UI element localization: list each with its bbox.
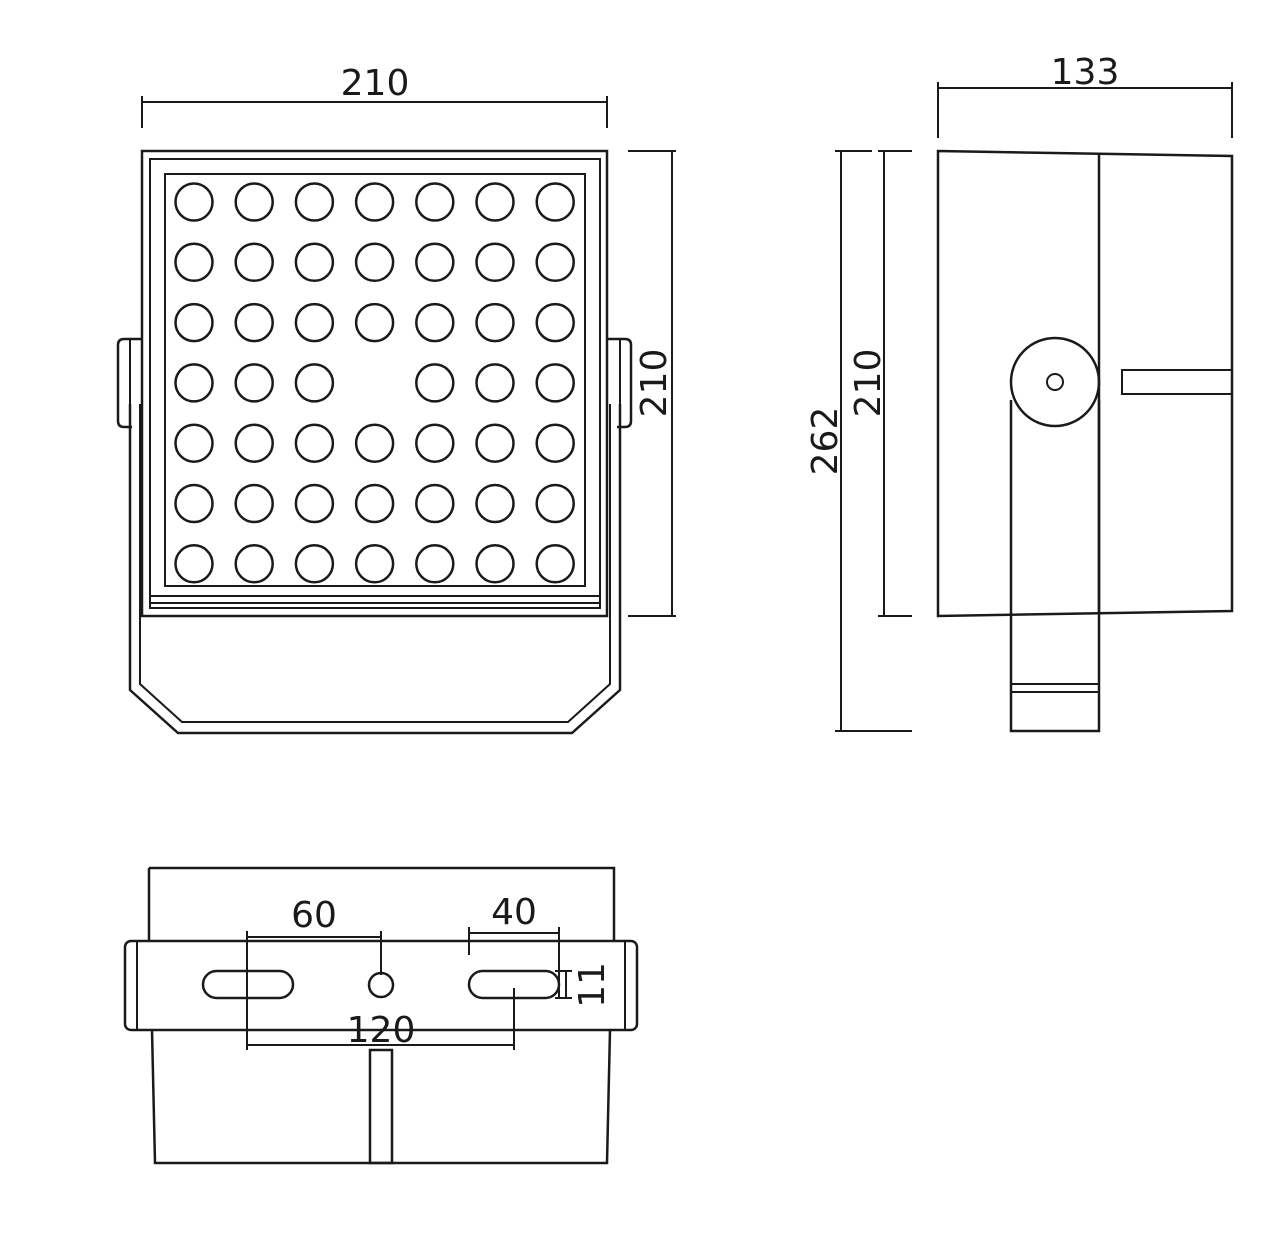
led-lens — [535, 483, 575, 524]
front-height-dimension: 210 — [628, 150, 676, 617]
bottom-center-hole — [367, 971, 395, 999]
led-lens — [415, 182, 455, 222]
side-total-height-label: 262 — [805, 407, 846, 476]
bottom-slot-width-label: 11 — [572, 962, 613, 1008]
bottom-view: 60 40 11 120 — [123, 866, 639, 1165]
led-lens — [475, 423, 515, 463]
led-lens — [475, 302, 515, 343]
led-lens — [294, 302, 335, 343]
led-lens — [234, 182, 274, 222]
side-body-height-dimension: 210 — [848, 150, 912, 617]
side-depth-dimension: 133 — [937, 52, 1233, 138]
front-height-label: 210 — [634, 349, 675, 418]
led-lens — [475, 182, 515, 222]
bottom-slot-length-label: 40 — [491, 892, 537, 933]
led-lens — [174, 182, 214, 222]
side-hinge-knob — [1009, 336, 1101, 428]
front-housing-inner — [149, 158, 601, 609]
led-lens — [354, 483, 395, 524]
led-lens — [475, 483, 515, 524]
side-bracket-arm — [1009, 400, 1101, 733]
led-lens — [234, 544, 274, 584]
bottom-spacing-dimension: 120 — [247, 988, 515, 1051]
led-lens — [475, 544, 515, 584]
led-lens — [294, 363, 335, 403]
led-lens — [234, 302, 274, 343]
led-lens — [174, 363, 214, 403]
led-lens — [174, 302, 214, 343]
led-lens — [234, 483, 274, 524]
left-lug — [116, 337, 142, 429]
side-body-height-label: 210 — [848, 349, 889, 418]
led-grid — [174, 182, 575, 584]
led-lens — [174, 423, 214, 463]
right-lug — [607, 337, 633, 429]
led-lens — [415, 483, 455, 524]
front-housing-outer — [140, 149, 609, 618]
led-lens — [354, 242, 395, 283]
led-lens — [354, 544, 395, 584]
led-lens — [354, 423, 395, 463]
led-lens — [415, 302, 455, 343]
led-lens — [535, 423, 575, 463]
front-bracket-outer — [128, 404, 622, 735]
bottom-spacing-label: 120 — [347, 1010, 416, 1051]
side-view: 133 210 262 — [805, 52, 1234, 733]
led-lens — [535, 363, 575, 403]
led-lens — [535, 302, 575, 343]
front-bracket-inner — [139, 404, 611, 723]
led-lens — [234, 363, 274, 403]
led-lens — [415, 363, 455, 403]
bottom-stem — [368, 1048, 394, 1165]
led-lens — [354, 302, 395, 343]
side-body — [936, 149, 1234, 618]
led-lens — [234, 242, 274, 283]
led-lens — [234, 423, 274, 463]
led-lens — [294, 182, 335, 222]
led-lens — [475, 242, 515, 283]
side-hinge-bolt — [1046, 373, 1064, 391]
led-lens — [415, 544, 455, 584]
led-lens — [475, 363, 515, 403]
side-depth-label: 133 — [1051, 52, 1120, 93]
side-slot — [1121, 369, 1233, 395]
led-lens — [415, 423, 455, 463]
led-lens — [354, 182, 395, 222]
led-lens — [535, 182, 575, 222]
front-led-panel — [164, 173, 586, 587]
bottom-offset-dimension: 60 — [246, 895, 382, 1050]
led-lens — [294, 423, 335, 463]
front-width-label: 210 — [341, 63, 410, 104]
led-lens — [294, 544, 335, 584]
bottom-slot-width-dimension: 11 — [555, 962, 613, 1008]
led-lens — [174, 483, 214, 524]
led-lens — [535, 544, 575, 584]
led-lens — [294, 242, 335, 283]
side-total-height-dimension: 262 — [805, 150, 912, 732]
led-lens — [174, 544, 214, 584]
front-width-dimension: 210 — [141, 63, 608, 128]
bottom-offset-label: 60 — [291, 895, 337, 936]
led-lens — [535, 242, 575, 283]
led-lens — [415, 242, 455, 283]
led-lens — [294, 483, 335, 524]
led-lens — [174, 242, 214, 283]
bottom-slot-length-dimension: 40 — [468, 892, 560, 999]
front-view: 210 210 — [116, 63, 676, 735]
